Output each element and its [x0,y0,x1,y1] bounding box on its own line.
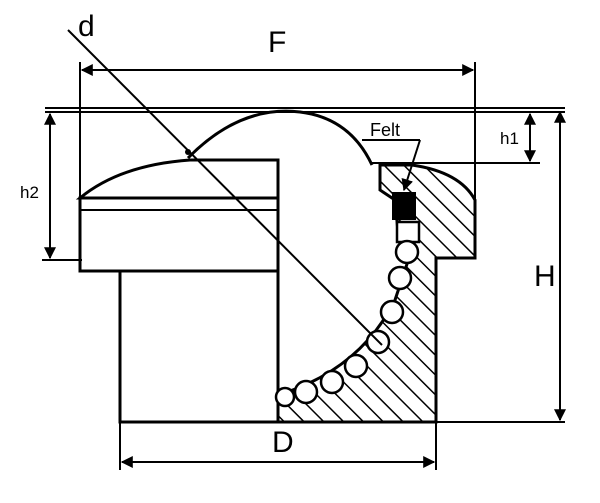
seal-ring [395,220,421,244]
support-ball [379,299,405,325]
label-h2: h2 [20,183,39,202]
support-ball [394,239,420,265]
d-center-dot [185,149,191,155]
support-ball [274,386,296,408]
d-diameter-line [67,29,383,346]
support-ball [387,265,413,291]
support-ball [343,353,369,379]
felt-leader-arrow [401,139,421,192]
label-H: H [534,260,556,293]
label-felt: Felt [370,120,400,140]
support-ball [293,379,319,405]
felt-seal [392,192,416,220]
flange-body [78,196,280,273]
support-balls [274,239,420,408]
flange-cap-dome [75,158,280,200]
label-h1: h1 [500,129,519,148]
support-ball [319,369,345,395]
label-F: F [268,26,286,59]
cylinder-body [118,271,278,424]
label-d: d [78,10,95,43]
label-D: D [272,426,294,459]
main-ball-outline [186,109,374,166]
